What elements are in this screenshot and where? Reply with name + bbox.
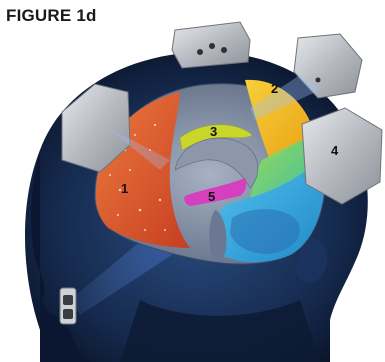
label-4: 4 (331, 143, 339, 158)
label-3: 3 (210, 124, 217, 139)
label-1: 1 (121, 181, 128, 196)
camera-module (60, 288, 76, 324)
top-sensor-device (172, 22, 250, 68)
label-2: 2 (271, 81, 278, 96)
label-5: 5 (208, 189, 215, 204)
